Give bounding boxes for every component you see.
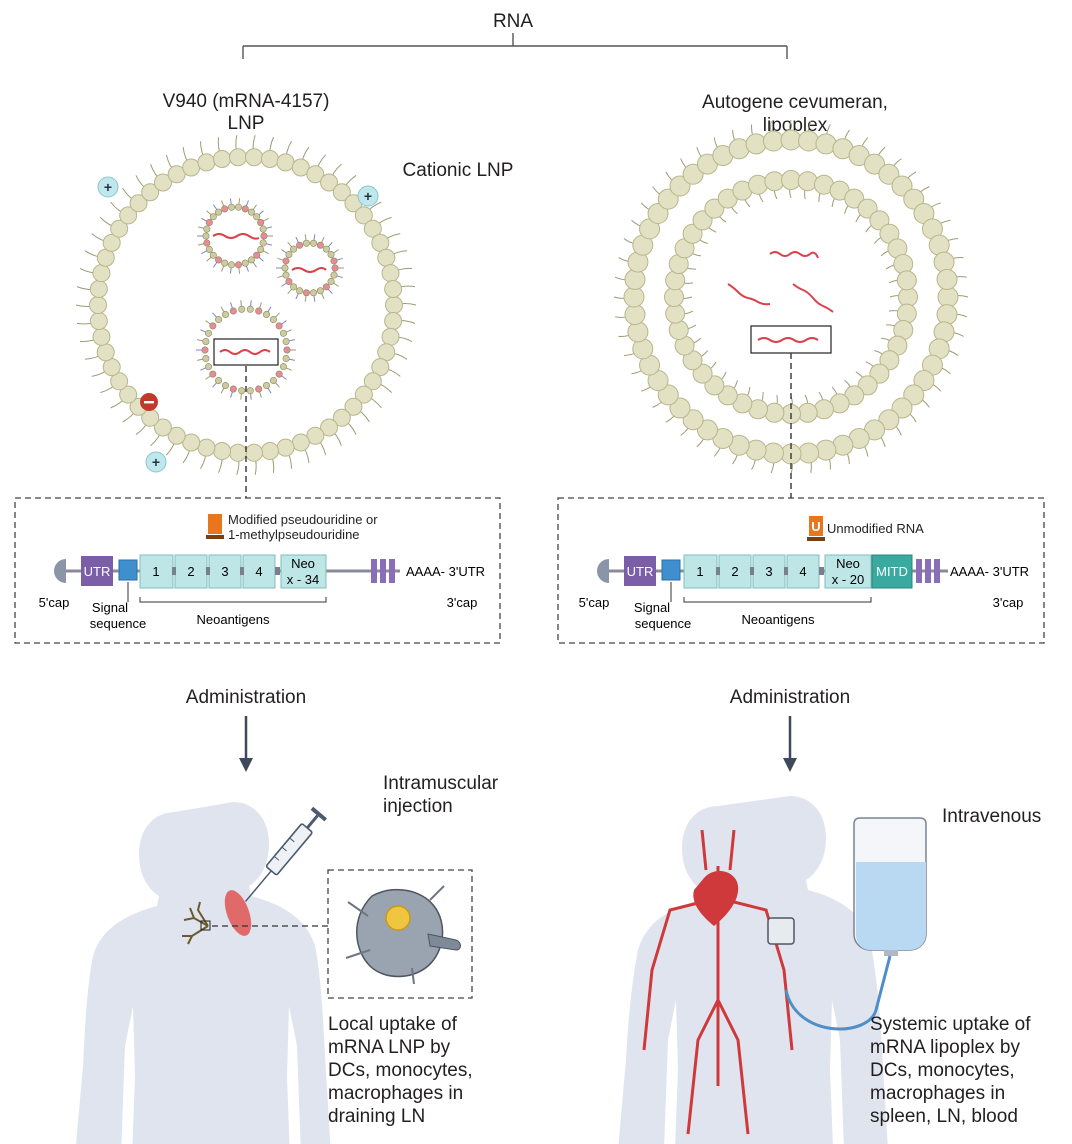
signal-label-line2-left: sequence <box>90 616 146 631</box>
down-arrow-icon <box>783 716 797 772</box>
neo-4-label-right: 4 <box>799 564 806 579</box>
neo-3-label-right: 3 <box>765 564 772 579</box>
route-label-line2-left: injection <box>383 796 453 817</box>
neo-x-right <box>824 554 872 589</box>
signal-sequence-segment-left <box>118 559 138 581</box>
signal-label-line1-right: Signal <box>634 600 670 615</box>
cationic-lnp-label: Cationic LNP <box>403 160 514 181</box>
uptake-text-right: Systemic uptake of mRNA lipoplex by DCs,… <box>870 1014 1031 1127</box>
down-arrow-icon <box>239 716 253 772</box>
micelle-2 <box>276 234 344 302</box>
signal-label-line1-left: Signal <box>92 600 128 615</box>
five-prime-cap-icon <box>597 559 609 583</box>
unmodified-u-icon: U <box>807 516 825 541</box>
three-cap-label-right: 3'cap <box>993 595 1024 610</box>
route-label-right: Intravenous <box>942 806 1041 827</box>
mrna-construct-right: U Unmodified RNA UTR 1 2 3 4 Neo x - 20 … <box>557 497 1045 644</box>
three-cap-label-left: 3'cap <box>447 595 478 610</box>
heart-icon <box>693 871 739 926</box>
neo-1-label-right: 1 <box>696 564 703 579</box>
neo-x-label-line2-right: x - 20 <box>832 572 865 587</box>
five-cap-label-left: 5'cap <box>39 595 70 610</box>
modification-marker-icon <box>206 514 224 539</box>
left-title-line1: V940 (mRNA-4157) <box>163 91 330 112</box>
neo-x-label-line1-right: Neo <box>836 556 860 571</box>
neo-2-label-right: 2 <box>731 564 738 579</box>
syringe-icon <box>244 806 327 902</box>
neo-3-label-left: 3 <box>221 564 228 579</box>
neo-x-label-line1-left: Neo <box>291 556 315 571</box>
uptake-right-line2: mRNA lipoplex by <box>870 1037 1020 1058</box>
uptake-left-line4: macrophages in <box>328 1083 463 1104</box>
rna-title: RNA <box>493 11 533 32</box>
uptake-left-line2: mRNA LNP by <box>328 1037 451 1058</box>
plus-charge-icon: + <box>357 185 379 207</box>
plus-charge-icon: + <box>145 451 167 473</box>
mrna-highlight-box-left <box>213 338 279 366</box>
human-body-right <box>618 796 888 1144</box>
mitd-label: MITD <box>876 564 908 579</box>
rna-bracket <box>242 33 788 59</box>
neo-2-label-left: 2 <box>187 564 194 579</box>
neo-1-label-left: 1 <box>152 564 159 579</box>
utr-label-left: UTR <box>84 564 111 579</box>
neoantigens-label-right: Neoantigens <box>742 612 815 627</box>
utr-label-right: UTR <box>627 564 654 579</box>
signal-label-line2-right: sequence <box>635 616 691 631</box>
utr-segment-right <box>624 556 656 586</box>
modification-label-line1: Modified pseudouridine or <box>228 512 378 527</box>
signal-sequence-segment-right <box>661 559 681 581</box>
lipoplex-particle <box>613 119 969 475</box>
iv-bag-icon <box>767 817 927 1031</box>
uptake-right-line4: macrophages in <box>870 1083 1005 1104</box>
blood-vessels <box>642 829 794 1135</box>
micelle-1 <box>197 198 273 274</box>
svg-text:+: + <box>152 454 160 470</box>
five-prime-cap-icon <box>54 559 66 583</box>
administration-label-right: Administration <box>730 687 850 708</box>
administration-label-left: Administration <box>186 687 306 708</box>
uptake-right-line1: Systemic uptake of <box>870 1014 1031 1035</box>
tail-label-left: AAAA- 3'UTR <box>406 564 485 579</box>
uptake-right-line3: DCs, monocytes, <box>870 1060 1015 1081</box>
svg-text:+: + <box>364 188 372 204</box>
right-title-line2: lipoplex <box>763 115 828 136</box>
micelle-3 <box>196 300 296 400</box>
neoantigens-label-left: Neoantigens <box>197 612 270 627</box>
neo-4-label-left: 4 <box>255 564 262 579</box>
mrna-construct-left: Modified pseudouridine or 1-methylpseudo… <box>14 497 501 644</box>
uptake-left-line1: Local uptake of <box>328 1014 458 1035</box>
plus-charge-icon: + <box>97 176 119 198</box>
five-cap-label-right: 5'cap <box>579 595 610 610</box>
neo-x-label-line2-left: x - 34 <box>287 572 320 587</box>
minus-charge-icon <box>140 393 158 411</box>
left-title-line2: LNP <box>228 113 265 134</box>
neo-x-left <box>280 554 327 589</box>
neo-3-right <box>752 554 786 589</box>
utr-segment-left <box>81 556 113 586</box>
mitd-segment <box>871 554 913 589</box>
uptake-text-left: Local uptake of mRNA LNP by DCs, monocyt… <box>328 1014 473 1127</box>
uptake-right-line5: spleen, LN, blood <box>870 1106 1018 1127</box>
svg-text:+: + <box>104 179 112 195</box>
modification-label-line2: 1-methylpseudouridine <box>228 527 360 542</box>
route-label-line1-left: Intramuscular <box>383 773 499 794</box>
cationic-lnp-particle: + + + <box>75 135 417 475</box>
lymph-node-inset <box>327 869 473 999</box>
neo-4-right <box>786 554 820 589</box>
right-title-line1: Autogene cevumeran, <box>702 92 888 113</box>
tail-label-right: AAAA- 3'UTR <box>950 564 1029 579</box>
human-body-left <box>76 802 331 1144</box>
unmodified-rna-label: Unmodified RNA <box>827 521 924 536</box>
modification-icon-letter: U <box>811 519 820 534</box>
uptake-left-line3: DCs, monocytes, <box>328 1060 473 1081</box>
uptake-left-line5: draining LN <box>328 1106 425 1127</box>
